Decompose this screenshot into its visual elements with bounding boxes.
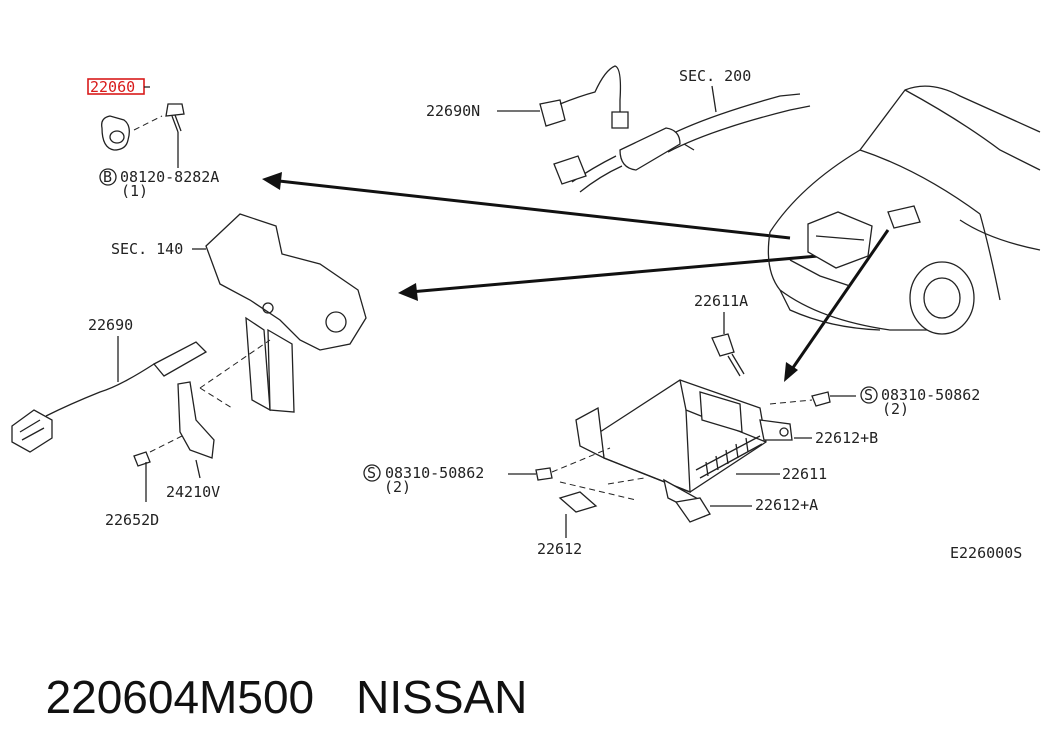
connector-22690n[interactable]	[539, 99, 566, 127]
diagram-code: E226000S	[950, 544, 1022, 562]
label-08310-50862-top[interactable]: 08310-50862	[881, 386, 980, 404]
pointer-arrows	[262, 172, 890, 382]
knock-sensor-group: 22060 B 08120-8282A (1)	[87, 78, 219, 200]
label-22060[interactable]: 22060	[90, 78, 135, 96]
label-22611[interactable]: 22611	[782, 465, 827, 483]
b-symbol: B	[103, 168, 112, 186]
label-sec200[interactable]: SEC. 200	[679, 67, 751, 85]
exhaust-muffler	[619, 127, 681, 171]
o2-sensor-body[interactable]	[152, 341, 208, 377]
brand-name: NISSAN	[356, 671, 528, 723]
o2-sensor-group: 22690	[11, 316, 208, 453]
connector-22690[interactable]	[11, 409, 53, 453]
label-08310-50862-left[interactable]: 08310-50862	[385, 464, 484, 482]
part-number[interactable]: 220604M500	[45, 671, 315, 723]
label-22612-a[interactable]: 22612+A	[755, 496, 818, 514]
ecm-group: 22611A S 08310-50862 (2) 22612+B 22611 2…	[363, 292, 980, 558]
bolt-22611a[interactable]	[711, 333, 735, 357]
label-sec140[interactable]: SEC. 140	[111, 240, 183, 258]
engine-box	[807, 211, 873, 269]
label-08120-8282a[interactable]: 08120-8282A	[120, 168, 219, 186]
label-22652d[interactable]: 22652D	[105, 511, 159, 529]
s-symbol-left: S	[367, 464, 376, 482]
label-22690n[interactable]: 22690N	[426, 102, 480, 120]
engine-bracket-group: SEC. 140	[111, 213, 367, 413]
label-screw-left-qty: (2)	[384, 478, 411, 496]
front-wheel	[909, 261, 975, 335]
bracket-24210v-group: 24210V 22652D	[105, 381, 220, 529]
part-caption: 220604M500 NISSAN	[20, 598, 1020, 723]
vehicle-outline	[767, 85, 1041, 335]
label-bolt-qty: (1)	[121, 182, 148, 200]
parts-diagram: 22060 B 08120-8282A (1) 22690N SEC. 200	[11, 65, 1041, 562]
label-24210v[interactable]: 24210V	[166, 483, 220, 501]
bracket-24210v[interactable]	[177, 381, 215, 459]
label-22611a[interactable]: 22611A	[694, 292, 748, 310]
bolt-shape	[165, 103, 185, 117]
bolt-22652d[interactable]	[133, 451, 151, 467]
exhaust-group: 22690N SEC. 200	[426, 65, 811, 193]
label-screw-top-qty: (2)	[882, 400, 909, 418]
label-22612[interactable]: 22612	[537, 540, 582, 558]
label-22690[interactable]: 22690	[88, 316, 133, 334]
engine-bracket	[205, 213, 367, 351]
clip-22612[interactable]	[558, 491, 598, 513]
s-symbol-top: S	[864, 386, 873, 404]
label-22612-b[interactable]: 22612+B	[815, 429, 878, 447]
